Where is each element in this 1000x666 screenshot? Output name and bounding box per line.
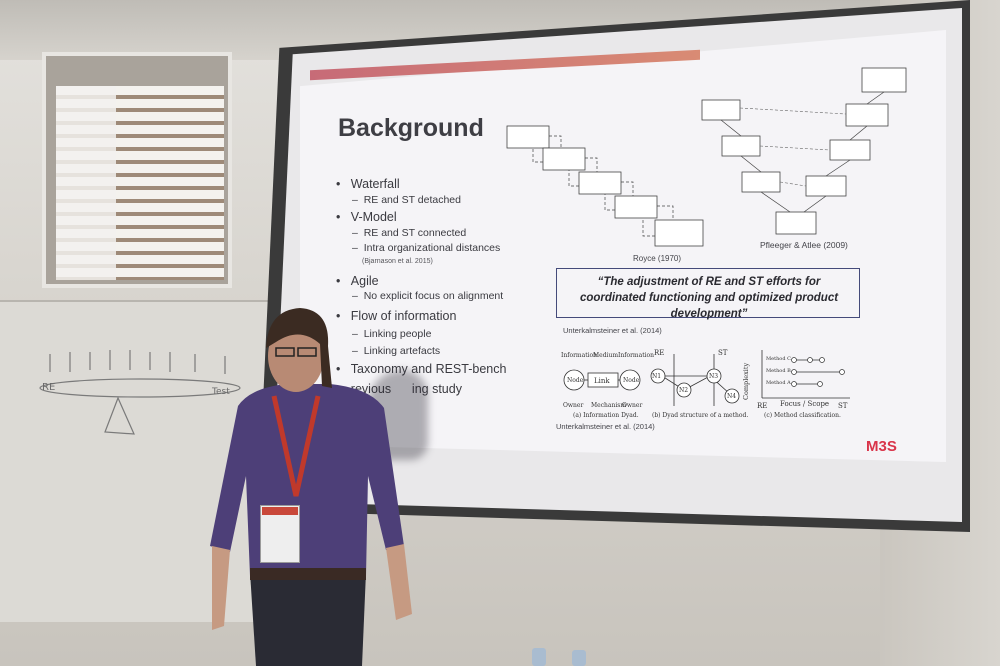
citation-unterkalmsteiner: Unterkalmsteiner et al. (2014) [563,326,662,335]
sub-bullet: – RE and ST detached [352,194,461,206]
definition-quote: “The adjustment of RE and ST efforts for… [579,276,839,321]
dyad-information-right: Information [618,352,655,359]
sub-bullet-text: Intra organizational distances [363,242,501,254]
bullet-agile: • Agile [336,274,379,288]
sub-bullet-text: RE and ST detached [363,194,461,206]
classification-x-re: RE [757,402,768,410]
name-badge-header [262,507,298,515]
node-n4: N4 [727,393,737,400]
waterfall-diagram [506,125,704,247]
v-model-diagram [701,67,907,235]
sub-bullet: – Linking people [352,328,432,340]
sub-bullet: – Linking artefacts [352,345,441,357]
classification-x-st: ST [838,402,848,410]
bullet-flow: • Flow of information [336,309,457,323]
presentation-slide [300,30,946,462]
dyad-node-right: Node [623,377,640,384]
sub-bullet-text: Linking people [363,328,432,340]
whiteboard-right-label: Test [211,387,230,397]
sub-bullet: – Intra organizational distances [352,242,501,254]
water-bottles [532,648,586,666]
bullet-v-model: • V-Model [336,210,397,224]
whiteboard-sketch: RE Test [39,350,241,435]
classification-caption: (c) Method classification. [764,412,841,419]
information-dyad-diagram [563,369,641,391]
dyad-medium: Medium [593,352,619,359]
bullet-text: Agile [350,274,379,288]
dyad-structure-caption: (b) Dyad structure of a method. [652,412,749,419]
classification-y-label: Complexity [742,362,750,400]
quote-box [556,268,860,318]
sub-bullet: – RE and ST connected [352,227,467,239]
bullet-text: Flow of information [350,309,457,323]
node-n1: N1 [652,373,662,380]
citation-unterkalmsteiner-2: Unterkalmsteiner et al. (2014) [556,422,655,431]
m3s-logo: M3S [866,438,897,455]
speaker-figure [210,308,412,666]
bullet-text: V-Model [350,210,397,224]
sub-bullet-text: No explicit focus on alignment [363,290,504,302]
sub-bullet: – No explicit focus on alignment [352,290,504,302]
bullet-taxonomy: • Taxonomy and REST-bench [336,362,507,376]
dyad-st-label: ST [718,349,728,357]
dyad-owner-left: Owner [563,402,584,409]
window-light [56,86,116,280]
dyad-link: Link [594,377,610,385]
dyad-owner-right: Owner [622,402,643,409]
bullet-citation: (Bjarnason et al. 2015) [362,258,433,265]
whiteboard-re-label: RE [42,382,55,393]
v-model-caption: Pfleeger & Atlee (2009) [760,240,848,250]
dyad-re-label: RE [654,349,665,357]
dyad-structure-diagram [650,354,740,406]
node-n3: N3 [709,373,719,380]
bullet-text: Waterfall [350,177,400,191]
bullet-waterfall: • Waterfall [336,177,400,191]
waterfall-caption: Royce (1970) [633,254,682,263]
slide-title: Background [338,114,484,142]
dyad-information-left: Information [561,352,598,359]
node-n2: N2 [679,387,689,394]
method-b-label: Method B [766,368,791,374]
bullet-text: Taxonomy and REST-bench [350,362,507,376]
sub-bullet-text: RE and ST connected [363,227,467,239]
sub-bullet-text: Linking artefacts [363,345,441,357]
method-classification-diagram [761,350,850,399]
dyad-caption: (a) Information Dyad. [573,412,639,419]
dyad-node-left: Node [567,377,584,384]
dyad-mechanism: Mechanism [591,402,627,409]
classification-x-label: Focus / Scope [780,400,830,408]
method-a-label: Method A [766,380,791,386]
window [42,52,232,288]
method-c-label: Method C [766,356,791,362]
